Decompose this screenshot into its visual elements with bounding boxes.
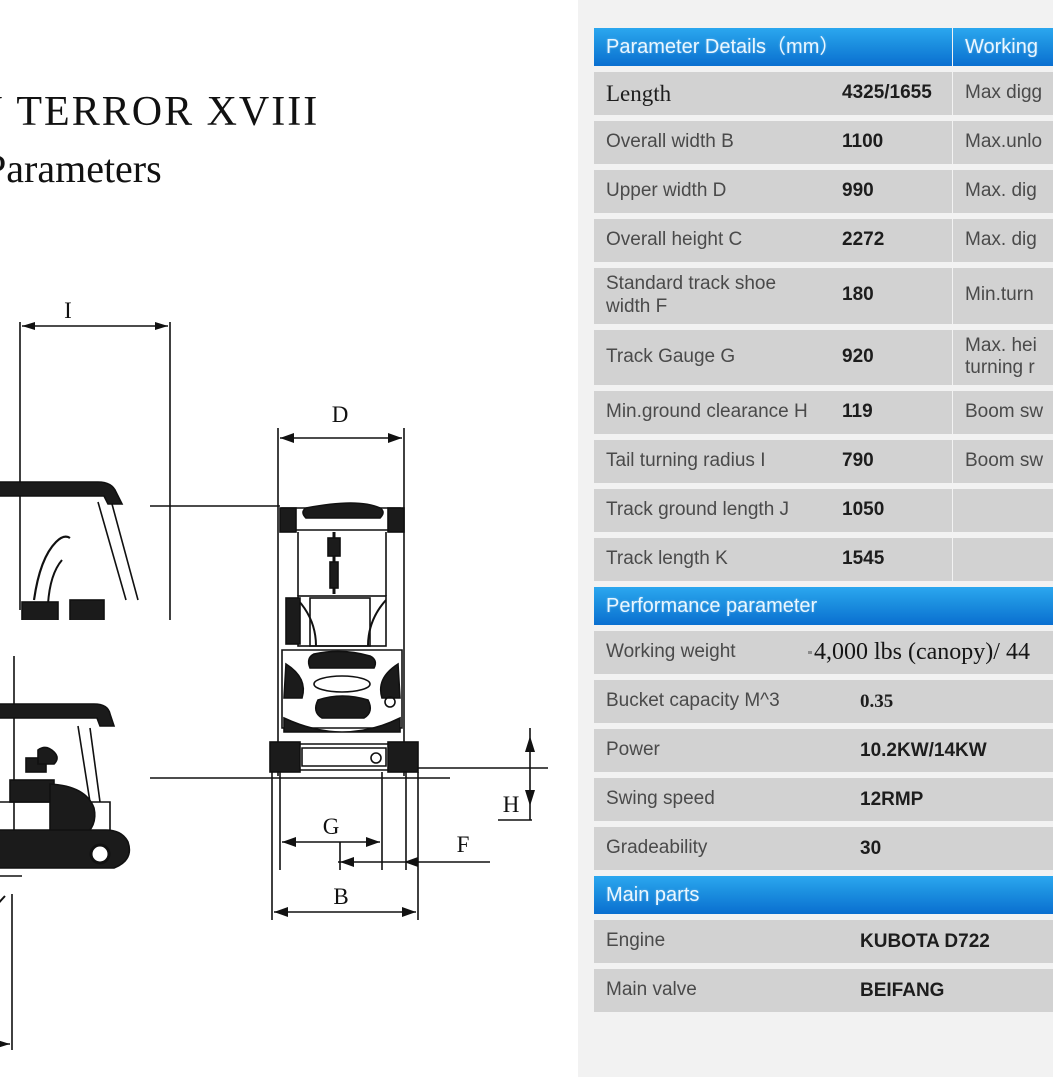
page-title-line1: ON TERROR XVIII: [0, 89, 320, 135]
row-label: Swing speed: [606, 788, 715, 810]
row-label: Standard track shoe width F: [606, 273, 777, 317]
row-right-label: Max digg: [965, 82, 1043, 104]
row-value: 920: [842, 345, 874, 367]
column-divider: [952, 170, 953, 213]
column-divider: [952, 538, 953, 582]
table-row: Upper width D 990 Max. dig: [594, 170, 1053, 213]
table-row: Swing speed 12RMP: [594, 778, 1053, 822]
row-value: 119: [842, 401, 873, 423]
section-header-working-range-label: Working: [965, 36, 1038, 58]
row-label: Track length K: [606, 548, 728, 570]
table-row: Track Gauge G 920 Max. hei turning r: [594, 329, 1053, 386]
column-divider: [952, 489, 953, 533]
table-row: Length 4325/1655 Max digg: [594, 72, 1053, 115]
section-header-parameter-details: Parameter Details（mm） Working: [594, 28, 1053, 66]
column-divider: [952, 440, 953, 484]
row-label: Overall width B: [606, 131, 734, 153]
row-label: Bucket capacity M^3: [606, 690, 780, 712]
row-label: Working weight: [606, 641, 736, 663]
table-row: Tail turning radius I 790 Boom sw: [594, 440, 1053, 484]
table-row: Gradeability 30: [594, 827, 1053, 871]
specification-table: Parameter Details（mm） Working Length 432…: [594, 28, 1053, 1018]
column-divider: [952, 391, 953, 435]
table-row: Working weight 4,000 lbs (canopy)/ 44: [594, 631, 1053, 675]
row-right-label: [953, 506, 1053, 516]
table-row: Overall width B 1100 Max.unlo: [594, 121, 1053, 164]
row-label: Length: [606, 80, 672, 106]
row-right-label: Boom sw: [965, 450, 1044, 472]
table-row: Standard track shoe width F 180 Min.turn: [594, 268, 1053, 324]
row-value: 790: [842, 450, 874, 472]
column-divider: [952, 72, 953, 115]
page-title-line2: Parameters: [0, 146, 162, 192]
column-divider: [952, 268, 953, 324]
row-value: BEIFANG: [860, 979, 945, 1001]
row-label: Main valve: [606, 979, 697, 1001]
dim-label-G: G: [323, 814, 340, 839]
row-right-label: [953, 555, 1053, 565]
row-value: 990: [842, 180, 874, 202]
dim-label-F: F: [457, 832, 470, 857]
row-value: 2272: [842, 229, 885, 251]
row-label: Upper width D: [606, 180, 727, 202]
row-right-label: Max. dig: [965, 180, 1037, 202]
row-value: 1545: [842, 548, 885, 570]
row-value: 10.2KW/14KW: [860, 739, 987, 761]
row-label: Tail turning radius I: [606, 450, 766, 472]
page-title: ON TERROR XVIII Parameters: [0, 88, 578, 192]
row-right-label: Max. hei turning r: [965, 334, 1037, 379]
row-right-label: Max.unlo: [965, 131, 1043, 153]
row-right-label: Max. dig: [965, 229, 1037, 251]
row-value: KUBOTA D722: [860, 930, 990, 952]
row-value: 4,000 lbs (canopy)/ 44: [814, 639, 1030, 666]
table-row: Track ground length J 1050: [594, 489, 1053, 533]
dim-label-I: I: [64, 300, 72, 323]
table-row: Min.ground clearance H 119 Boom sw: [594, 391, 1053, 435]
dim-label-H: H: [503, 792, 520, 817]
value-tick-mark: [808, 651, 812, 655]
row-label: Gradeability: [606, 837, 708, 859]
row-label: Overall height C: [606, 229, 743, 251]
row-value: 1050: [842, 499, 885, 521]
table-row: Overall height C 2272 Max. dig: [594, 219, 1053, 262]
column-divider: [952, 329, 953, 386]
row-label: Track ground length J: [606, 499, 790, 521]
row-label: Engine: [606, 930, 666, 952]
dim-label-D: D: [332, 402, 349, 427]
table-row: Power 10.2KW/14KW: [594, 729, 1053, 773]
table-row: Bucket capacity M^3 0.35: [594, 680, 1053, 724]
section-header-performance-parameter: Performance parameter: [594, 587, 1053, 626]
row-label: Power: [606, 739, 660, 761]
excavator-side-view-top-diagram: I J K: [0, 300, 171, 620]
row-value: 180: [842, 284, 874, 306]
excavator-side-view-canopy-diagram: e: [0, 656, 131, 877]
row-right-label: Min.turn: [965, 284, 1034, 306]
product-illustration-panel: ON TERROR XVIII Parameters: [0, 88, 578, 1050]
dim-label-B: B: [333, 884, 348, 909]
row-label: Track Gauge G: [606, 345, 736, 367]
row-value: 30: [860, 837, 882, 859]
excavator-front-view-diagram: D C G F B H: [150, 402, 548, 920]
header-column-divider: [952, 28, 953, 66]
excavator-bucket-arc-diagram: [0, 894, 13, 1050]
section-header-main-parts: Main parts: [594, 876, 1053, 915]
row-right-label: Boom sw: [965, 401, 1044, 423]
row-value: 12RMP: [860, 788, 924, 810]
column-divider: [952, 219, 953, 262]
table-row: Engine KUBOTA D722: [594, 920, 1053, 964]
column-divider: [952, 121, 953, 164]
row-value: 1100: [842, 131, 884, 153]
table-row: Main valve BEIFANG: [594, 969, 1053, 1013]
table-row: Track length K 1545: [594, 538, 1053, 582]
row-label: Min.ground clearance H: [606, 401, 808, 423]
specification-panel: Parameter Details（mm） Working Length 432…: [578, 0, 1053, 1077]
row-value: 4325/1655: [842, 82, 932, 104]
row-value: 0.35: [860, 690, 894, 712]
section-header-parameter-details-label: Parameter Details（mm）: [606, 36, 840, 58]
